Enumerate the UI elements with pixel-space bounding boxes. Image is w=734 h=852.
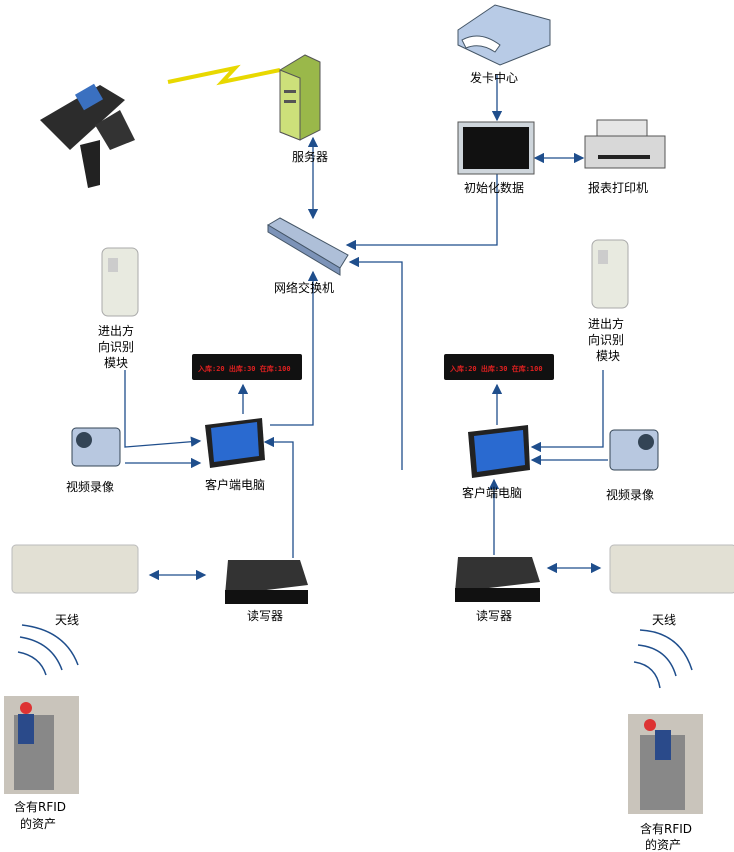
- video-camera-right-icon: [609, 429, 659, 471]
- init-data-label: 初始化数据: [464, 180, 524, 195]
- reader-left-client-link: [263, 436, 294, 558]
- dir-left-link: [124, 370, 202, 448]
- radio-waves-left-icon: [17, 624, 79, 676]
- led-right-text: 入库:20 出库:30 在库:100: [449, 364, 543, 373]
- rfid-reader-left-icon: [225, 560, 308, 604]
- direction-module-left-label-1: 进出方: [98, 323, 134, 338]
- direction-sensor-left-icon: [101, 247, 139, 317]
- asset-left-label-1: 含有RFID: [14, 799, 66, 814]
- video-right-label: 视频录像: [606, 487, 654, 502]
- led-left-text: 入库:20 出库:30 在库:100: [197, 364, 291, 373]
- antenna-left-label: 天线: [55, 613, 79, 627]
- led-display-right: [444, 354, 554, 380]
- client-left-switch-link: [270, 270, 319, 426]
- dir-right-link: [530, 370, 604, 453]
- client-right-label: 客户端电脑: [462, 485, 522, 500]
- switch-label: 网络交换机: [274, 280, 334, 295]
- asset-right-label-1: 含有RFID: [640, 821, 692, 836]
- reader-right-label: 读写器: [476, 609, 512, 623]
- direction-module-right-label-3: 模块: [596, 349, 620, 363]
- wireless-bolt-icon: [167, 64, 281, 86]
- direction-sensor-right-icon: [591, 239, 629, 309]
- antenna-left-icon: [11, 544, 139, 594]
- client-left-label: 客户端电脑: [205, 477, 265, 492]
- server-icon: [279, 54, 321, 141]
- antenna-right-icon: [609, 544, 734, 594]
- video-camera-left-icon: [71, 427, 121, 467]
- monitor-icon: [457, 121, 535, 175]
- antenna-right-label: 天线: [652, 613, 676, 627]
- reader-left-label: 读写器: [247, 609, 283, 623]
- video-left-label: 视频录像: [66, 479, 114, 494]
- server-label: 服务器: [292, 149, 328, 164]
- radio-waves-right-icon: [633, 629, 693, 689]
- card-center-icon: [457, 4, 551, 66]
- asset-photo-left: [4, 696, 79, 794]
- asset-left-label-2: 的资产: [20, 816, 56, 831]
- connectors: [124, 75, 608, 581]
- client-right-switch-link: [348, 256, 403, 470]
- led-display-left: [192, 354, 302, 380]
- card-center-label: 发卡中心: [470, 70, 518, 85]
- direction-module-right-label-1: 进出方: [588, 316, 624, 331]
- client-pc-right-icon: [468, 425, 530, 478]
- asset-right-label-2: 的资产: [645, 837, 681, 852]
- handheld-reader-icon: [40, 83, 135, 188]
- asset-photo-right: [628, 714, 703, 814]
- init-switch-link: [345, 172, 498, 251]
- rfid-reader-right-icon: [455, 557, 540, 602]
- printer-icon: [584, 119, 666, 169]
- client-pc-left-icon: [205, 418, 265, 468]
- network-switch-icon: [267, 217, 349, 276]
- direction-module-left-label-3: 模块: [104, 356, 128, 370]
- direction-module-left-label-2: 向识别: [98, 339, 134, 354]
- direction-module-right-label-2: 向识别: [588, 332, 624, 347]
- report-printer-label: 报表打印机: [588, 180, 648, 195]
